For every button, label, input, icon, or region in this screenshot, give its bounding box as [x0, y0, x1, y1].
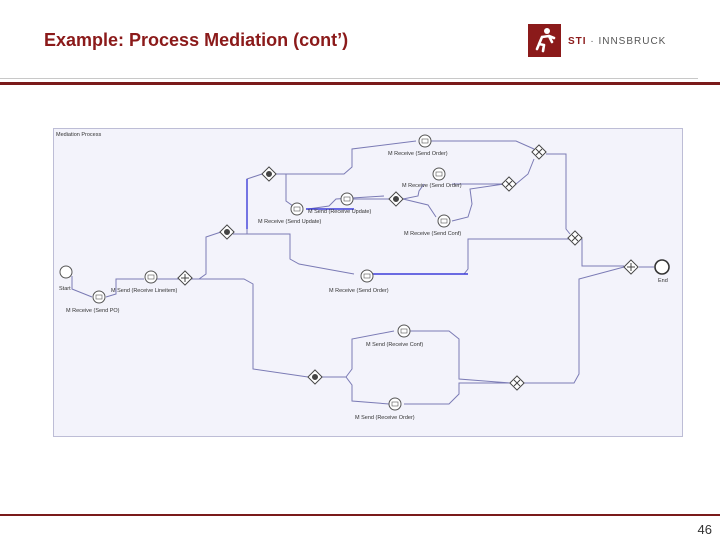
event-gateway-icon [388, 191, 404, 207]
task-receive-send-update: M Receive (Send Update) [258, 202, 321, 225]
event-gateway-icon [219, 224, 235, 240]
logo-location: · INNSBRUCK [586, 36, 667, 47]
exclusive-gateway-icon [531, 144, 547, 160]
task-label: M Receive (Send Order) [388, 151, 448, 157]
end-event-icon [654, 259, 670, 275]
logo-brand: STI [568, 36, 587, 47]
slide-title: Example: Process Mediation (cont’) [44, 30, 349, 50]
end-label: End [658, 278, 668, 284]
gateways [177, 144, 639, 391]
start-label: Start [59, 286, 71, 292]
task-receive-send-order-2: M Receive (Send Order) [402, 167, 462, 189]
task-label: M Send (Receive Lineitem) [111, 288, 178, 294]
process-mediation-diagram: Mediation Process [53, 128, 683, 437]
parallel-gateway-icon [177, 270, 193, 286]
task-label: M Receive (Send Update) [258, 219, 321, 225]
exclusive-gateway-icon [509, 375, 525, 391]
task-label: M Receive (Send Conf) [404, 231, 461, 237]
task-receive-send-po: M Receive (Send PO) [66, 290, 120, 314]
highlighted-flows [246, 179, 468, 275]
exclusive-gateway-icon [567, 230, 583, 246]
process-label: Mediation Process [56, 132, 101, 138]
task-label: M Send (Receive Conf) [366, 342, 423, 348]
logo-text: STI · INNSBRUCK [568, 36, 666, 47]
bpmn-diagram-svg: Mediation Process [56, 132, 670, 421]
task-receive-send-order-1: M Receive (Send Order) [388, 134, 448, 157]
task-label: M Receive (Send Order) [402, 183, 462, 189]
parallel-gateway-icon [623, 259, 639, 275]
task-label: M Receive (Send Order) [329, 288, 389, 294]
start-event-icon [59, 265, 73, 279]
task-label: M Receive (Send PO) [66, 308, 120, 314]
footer-rule [0, 514, 720, 516]
sequence-flows [71, 140, 654, 405]
event-gateway-icon [261, 166, 277, 182]
event-gateway-icon [307, 369, 323, 385]
logo-mark-icon [528, 24, 561, 57]
page-number: 46 [697, 522, 712, 537]
task-send-receive-order: M Send (Receive Order) [355, 397, 415, 421]
sti-innsbruck-logo: STI · INNSBRUCK [528, 24, 708, 60]
exclusive-gateway-icon [501, 176, 517, 192]
task-send-receive-lineitem: M Send (Receive Lineitem) [111, 270, 178, 294]
header-thin-rule [0, 78, 698, 79]
task-receive-send-conf: M Receive (Send Conf) [404, 214, 461, 237]
task-send-receive-conf: M Send (Receive Conf) [366, 324, 423, 348]
header-rule [0, 82, 720, 85]
task-label: M Send (Receive Order) [355, 415, 415, 421]
task-receive-send-orderline: M Receive (Send Order) [329, 269, 389, 294]
task-send-receive-update: M Send (Receive Update) [308, 192, 371, 215]
task-label: M Send (Receive Update) [308, 209, 371, 215]
